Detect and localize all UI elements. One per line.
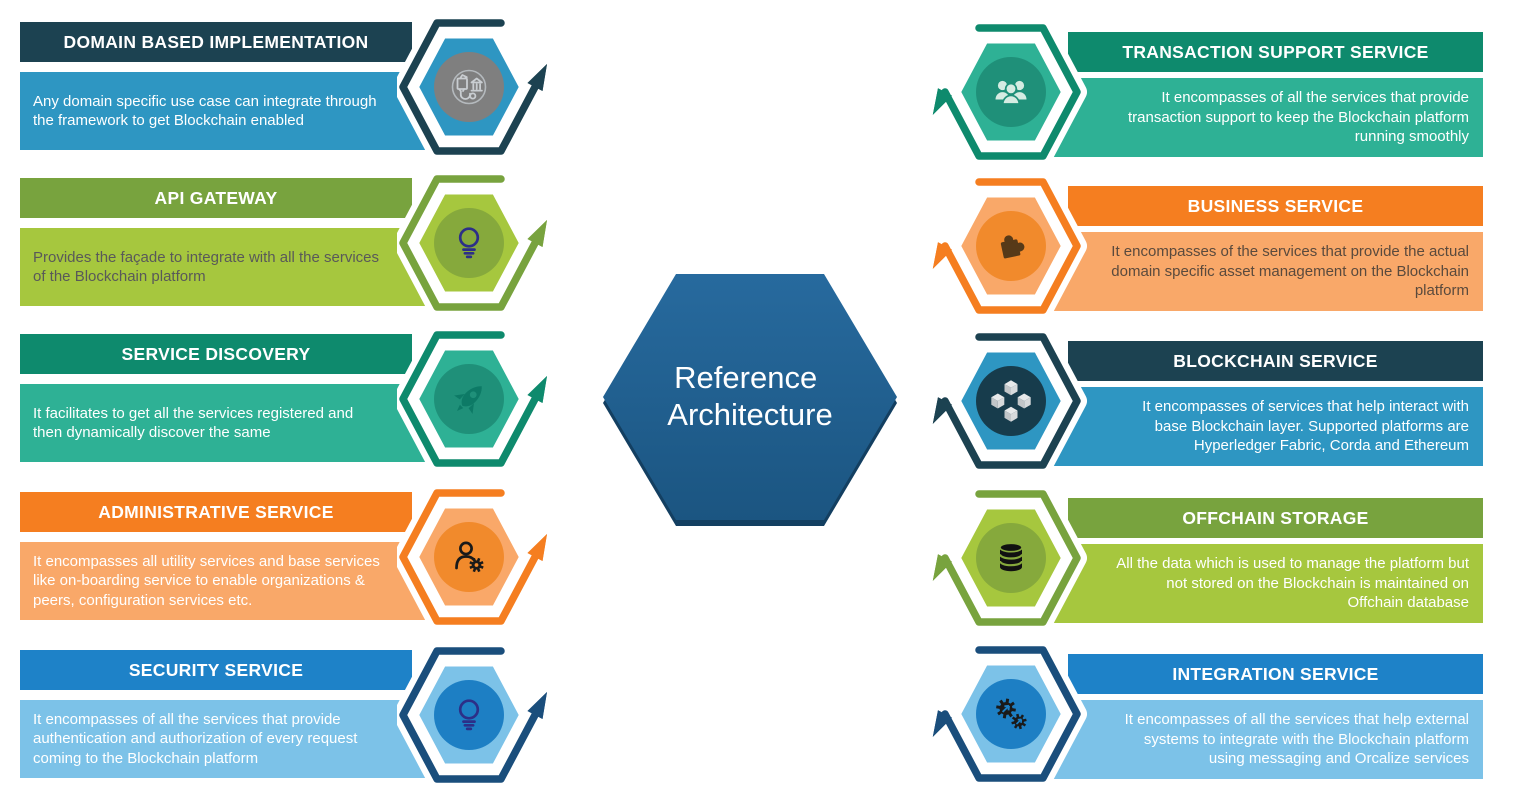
service-body-bar: Any domain specific use case can integra… xyxy=(20,72,440,150)
hexagon-arrow-ring xyxy=(399,647,539,783)
service-title: BUSINESS SERVICE xyxy=(1187,195,1364,216)
service-body-bar: It facilitates to get all the services r… xyxy=(20,384,440,462)
service-header-bar: SECURITY SERVICE xyxy=(20,650,412,690)
service-title: TRANSACTION SUPPORT SERVICE xyxy=(1122,41,1429,62)
lightbulb-icon xyxy=(458,227,480,259)
service-body-bar: It encompasses all utility services and … xyxy=(20,542,440,620)
service-title: SECURITY SERVICE xyxy=(128,659,304,680)
service-row-left-4: ADMINISTRATIVE SERVICE It encompasses al… xyxy=(20,485,600,631)
service-hexagon xyxy=(397,327,553,473)
service-hexagon xyxy=(397,15,553,161)
hexagon-arrow-tip-icon xyxy=(527,376,547,403)
hexagon-arrow-ring xyxy=(941,490,1081,626)
service-description: All the data which is used to manage the… xyxy=(1116,555,1469,612)
service-body-bar: It encompasses of the services that prov… xyxy=(1052,232,1483,311)
service-header-bar: SERVICE DISCOVERY xyxy=(20,334,412,374)
service-body-bar: All the data which is used to manage the… xyxy=(1052,544,1483,623)
service-header-bar: ADMINISTRATIVE SERVICE xyxy=(20,492,412,532)
center-hexagon: Reference Architecture xyxy=(603,274,897,526)
service-description: Any domain specific use case can integra… xyxy=(33,92,377,130)
hexagon-arrow-ring xyxy=(941,178,1081,314)
service-row-right-5: INTEGRATION SERVICE It encompasses of al… xyxy=(927,642,1515,788)
service-body-bar: It encompasses of all the services that … xyxy=(20,700,440,778)
service-header-bar: BLOCKCHAIN SERVICE xyxy=(1068,341,1483,381)
service-title: BLOCKCHAIN SERVICE xyxy=(1173,350,1378,371)
service-description: It encompasses of all the services that … xyxy=(1127,89,1469,146)
service-hexagon xyxy=(927,174,1087,320)
hexagon-arrow-tip-icon xyxy=(932,397,952,424)
lightbulb-icon xyxy=(458,699,480,731)
service-hexagon xyxy=(927,20,1087,166)
service-header-bar: TRANSACTION SUPPORT SERVICE xyxy=(1068,32,1483,72)
service-title: SERVICE DISCOVERY xyxy=(121,343,311,364)
service-title: API GATEWAY xyxy=(154,187,278,208)
hexagon-arrow-tip-icon xyxy=(527,534,547,561)
service-row-left-3: SERVICE DISCOVERY It facilitates to get … xyxy=(20,327,600,473)
hexagon-arrow-tip-icon xyxy=(932,88,952,115)
cubes-icon xyxy=(991,380,1031,422)
service-header-bar: API GATEWAY xyxy=(20,178,412,218)
service-description: Provides the façade to integrate with al… xyxy=(33,248,380,286)
service-hexagon xyxy=(397,485,553,631)
service-title: OFFCHAIN STORAGE xyxy=(1182,507,1369,528)
person-gear-icon xyxy=(455,541,484,573)
service-header-bar: OFFCHAIN STORAGE xyxy=(1068,498,1483,538)
service-row-left-2: API GATEWAY Provides the façade to integ… xyxy=(20,171,600,317)
service-row-right-4: OFFCHAIN STORAGE All the data which is u… xyxy=(927,486,1515,632)
rocket-icon xyxy=(454,386,482,414)
service-description: It encompasses of all the services that … xyxy=(33,710,358,767)
hexagon-arrow-ring xyxy=(399,331,539,467)
service-row-right-1: TRANSACTION SUPPORT SERVICE It encompass… xyxy=(927,20,1515,166)
service-title: DOMAIN BASED IMPLEMENTATION xyxy=(63,31,369,52)
hexagon-arrow-tip-icon xyxy=(932,554,952,581)
service-description: It encompasses all utility services and … xyxy=(33,552,380,609)
service-row-left-5: SECURITY SERVICE It encompasses of all t… xyxy=(20,643,600,789)
people-icon xyxy=(995,80,1027,105)
icon-circle xyxy=(434,208,504,278)
service-hexagon xyxy=(397,643,553,789)
icon-circle xyxy=(434,52,504,122)
hexagon-arrow-ring xyxy=(941,333,1081,469)
service-header-bar: BUSINESS SERVICE xyxy=(1068,186,1483,226)
service-body-bar: It encompasses of all the services that … xyxy=(1052,78,1483,157)
service-header-bar: INTEGRATION SERVICE xyxy=(1068,654,1483,694)
service-row-right-2: BUSINESS SERVICE It encompasses of the s… xyxy=(927,174,1515,320)
service-description: It encompasses of all the services that … xyxy=(1124,711,1469,768)
icon-circle xyxy=(434,680,504,750)
center-hexagon-shape xyxy=(603,274,897,520)
hexagon-arrow-ring xyxy=(941,646,1081,782)
hexagon-arrow-tip-icon xyxy=(527,220,547,247)
hexagon-arrow-ring xyxy=(941,24,1081,160)
hexagon-arrow-tip-icon xyxy=(527,692,547,719)
service-hexagon xyxy=(927,642,1087,788)
hexagon-arrow-tip-icon xyxy=(932,710,952,737)
gears-icon xyxy=(996,698,1027,730)
service-body-bar: Provides the façade to integrate with al… xyxy=(20,228,440,306)
hexagon-arrow-ring xyxy=(399,175,539,311)
domain-icons-icon xyxy=(451,69,487,105)
service-title: ADMINISTRATIVE SERVICE xyxy=(98,501,334,522)
service-title: INTEGRATION SERVICE xyxy=(1172,663,1379,684)
service-body-bar: It encompasses of all the services that … xyxy=(1052,700,1483,779)
service-description: It facilitates to get all the services r… xyxy=(33,404,354,442)
puzzle-icon xyxy=(1000,235,1025,259)
service-description: It encompasses of the services that prov… xyxy=(1111,243,1469,300)
service-row-right-3: BLOCKCHAIN SERVICE It encompasses of ser… xyxy=(927,329,1515,475)
hexagon-arrow-tip-icon xyxy=(527,64,547,91)
service-description: It encompasses of services that help int… xyxy=(1142,398,1469,455)
center-hexagon-label: Reference Architecture xyxy=(667,360,832,432)
service-header-bar: DOMAIN BASED IMPLEMENTATION xyxy=(20,22,412,62)
service-hexagon xyxy=(927,486,1087,632)
service-row-left-1: DOMAIN BASED IMPLEMENTATION Any domain s… xyxy=(20,15,600,161)
hexagon-arrow-ring xyxy=(399,489,539,625)
hexagon-arrow-tip-icon xyxy=(932,242,952,269)
service-hexagon xyxy=(927,329,1087,475)
service-hexagon xyxy=(397,171,553,317)
icon-circle xyxy=(976,366,1046,436)
service-body-bar: It encompasses of services that help int… xyxy=(1052,387,1483,466)
hexagon-arrow-ring xyxy=(399,19,539,155)
database-icon xyxy=(998,542,1024,572)
